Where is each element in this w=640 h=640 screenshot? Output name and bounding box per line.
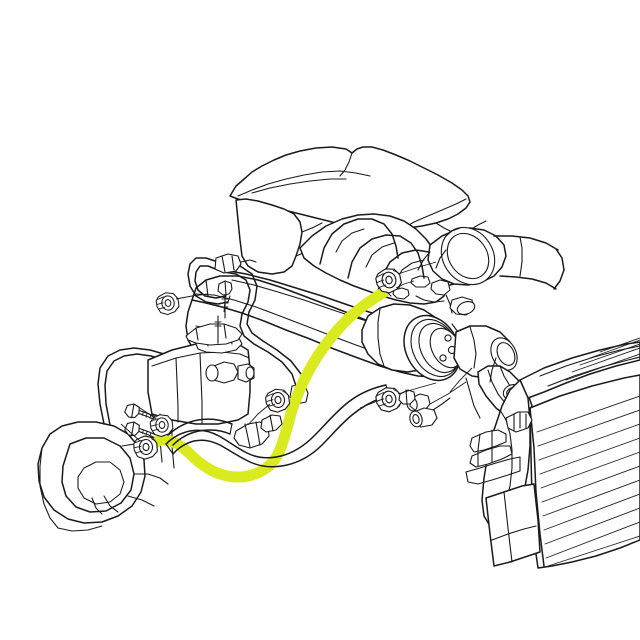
power-steering-pump	[37, 421, 169, 532]
radiator-top-fins	[565, 337, 640, 381]
leader-line	[429, 381, 467, 405]
hose-clamp	[155, 292, 180, 316]
leader-line	[223, 299, 226, 313]
pump-feed-pipe	[97, 347, 165, 426]
block-face-details	[392, 249, 476, 343]
reservoir-bracket	[185, 323, 243, 346]
bolt	[217, 280, 233, 319]
leader-line	[247, 403, 271, 426]
leader-line	[395, 280, 415, 289]
hose-clamp	[265, 388, 291, 413]
heat-exchanger	[481, 337, 640, 569]
ac-compressor	[361, 303, 518, 382]
leader-line	[120, 423, 141, 442]
left-branch-hose	[167, 418, 233, 446]
hose-clamp	[149, 414, 174, 438]
callout-leaders	[120, 261, 473, 442]
radiator-fins	[536, 395, 640, 567]
leader-line	[359, 399, 381, 409]
hose-clamp	[133, 435, 158, 460]
upper-loop-pipe	[187, 253, 257, 305]
valve-cover	[229, 146, 487, 235]
leader-line	[449, 367, 473, 393]
leader-line	[136, 405, 157, 420]
throttle-body	[427, 226, 565, 290]
return-hose	[165, 384, 390, 468]
leader-line	[175, 293, 209, 300]
leader-line	[397, 382, 437, 395]
radiator-clip-bracket	[465, 411, 533, 485]
leader-line	[397, 261, 437, 275]
